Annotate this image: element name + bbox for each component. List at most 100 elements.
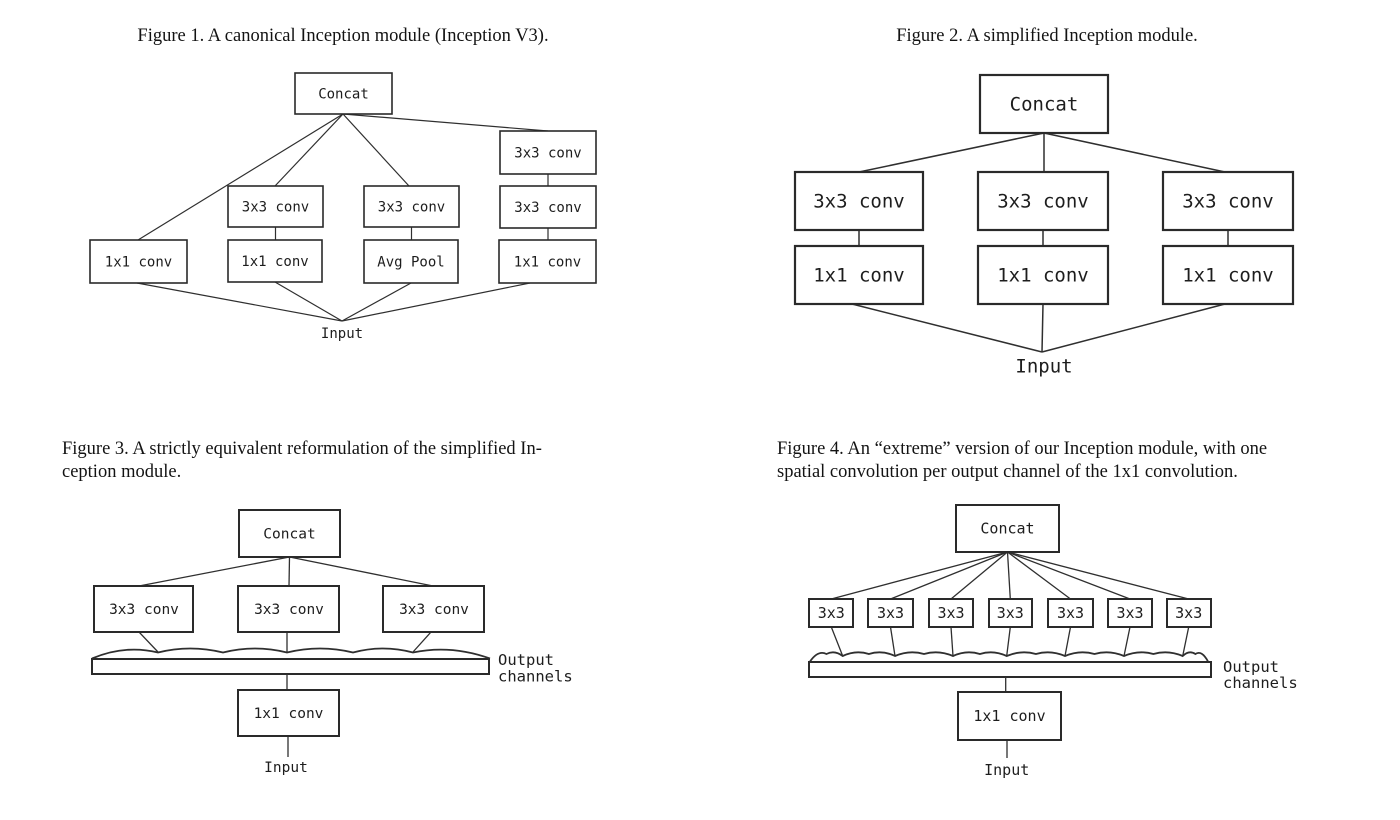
output-channels-label-line1: Output bbox=[1223, 658, 1279, 676]
edge-conv1-channels bbox=[138, 631, 159, 653]
edge-concat-branch1 bbox=[137, 113, 344, 241]
node-1x1-conv bbox=[976, 244, 1110, 306]
node-3x3-conv-label: 3x3 bbox=[1175, 604, 1202, 622]
edge-concat-branch4 bbox=[342, 113, 549, 132]
node-avg-pool bbox=[363, 239, 459, 284]
node-3x3-conv bbox=[363, 185, 460, 228]
node-1x1-conv-label: 1x1 conv bbox=[514, 255, 581, 271]
node-1x1-conv bbox=[793, 244, 925, 306]
channels-wave bbox=[809, 651, 1209, 663]
figure4-caption-line2: spatial convolution per output channel o… bbox=[777, 462, 1238, 483]
output-channels-label-line2: channels bbox=[1223, 674, 1298, 692]
node-3x3-conv-label: 3x3 bbox=[818, 604, 845, 622]
node-1x1-conv-label: 1x1 conv bbox=[241, 254, 308, 270]
input-label: Input bbox=[321, 326, 363, 342]
node-1x1-conv-label: 1x1 conv bbox=[254, 706, 324, 722]
output-channels-label-line2: channels bbox=[498, 668, 573, 686]
node-concat-label: Concat bbox=[1010, 94, 1079, 116]
node-3x3-conv bbox=[499, 185, 597, 229]
node-concat-label: Concat bbox=[980, 520, 1034, 538]
node-3x3-conv bbox=[1107, 598, 1153, 628]
figure4-diagram: Concat 3x3 3x3 3x3 3x3 3x3 3x3 3x3 Outpu… bbox=[808, 504, 1298, 779]
edge-concat-conv7 bbox=[1007, 551, 1189, 600]
figure4-caption: Figure 4. An “extreme” version of our In… bbox=[777, 438, 1357, 485]
node-3x3-conv bbox=[1161, 170, 1295, 232]
node-3x3-conv-label: 3x3 conv bbox=[254, 602, 324, 618]
node-3x3-conv bbox=[976, 170, 1110, 232]
edge-conv6-channels bbox=[1123, 626, 1131, 657]
edge-concat-conv3 bbox=[289, 556, 434, 587]
node-3x3-conv-label: 3x3 bbox=[1116, 604, 1143, 622]
node-3x3-conv bbox=[1047, 598, 1094, 628]
channels-wave bbox=[91, 647, 491, 660]
node-concat bbox=[238, 509, 341, 558]
edge-input-branch4 bbox=[341, 282, 531, 322]
edge-conv4-channels bbox=[1006, 626, 1011, 657]
edge-concat-conv5 bbox=[1007, 551, 1071, 600]
node-3x3-conv-label: 3x3 bbox=[877, 604, 904, 622]
figure3-caption-line2: ception module. bbox=[62, 462, 182, 483]
node-1x1-conv bbox=[957, 691, 1062, 741]
node-concat-label: Concat bbox=[318, 87, 369, 103]
edge-concat-branch3 bbox=[1043, 132, 1226, 173]
node-1x1-conv bbox=[89, 239, 188, 284]
edge-conv7-channels bbox=[1182, 626, 1190, 657]
input-label: Input bbox=[1015, 356, 1072, 378]
edge-concat-conv3 bbox=[950, 551, 1008, 600]
edge-concat-conv1 bbox=[831, 551, 1008, 600]
input-label: Input bbox=[984, 761, 1029, 779]
edge-concat-conv4 bbox=[1006, 551, 1011, 600]
edge-input-branch1 bbox=[851, 303, 1043, 353]
node-3x3-conv bbox=[227, 185, 324, 228]
edge-conv5-channels bbox=[1064, 626, 1072, 657]
figure3-diagram: Concat 3x3 conv 3x3 conv 3x3 conv Output… bbox=[91, 509, 573, 776]
node-1x1-conv-label: 1x1 conv bbox=[813, 265, 905, 287]
node-1x1-conv-label: 1x1 conv bbox=[973, 707, 1045, 725]
node-3x3-conv-label: 3x3 conv bbox=[813, 191, 905, 213]
node-3x3-conv bbox=[988, 598, 1033, 628]
edge-conv1-channels bbox=[830, 626, 844, 657]
node-3x3-conv bbox=[793, 170, 925, 232]
node-3x3-conv bbox=[499, 130, 597, 175]
node-1x1-conv-label: 1x1 conv bbox=[105, 255, 172, 271]
figure3-caption-line1: Figure 3. A strictly equivalent reformul… bbox=[62, 439, 542, 459]
figure4-caption-line1: Figure 4. An “extreme” version of our In… bbox=[777, 439, 1268, 459]
edge-input-branch3 bbox=[341, 282, 412, 322]
node-1x1-conv bbox=[498, 239, 597, 284]
edge-input-branch1 bbox=[136, 282, 343, 322]
edge-concat-branch1 bbox=[858, 132, 1045, 173]
node-3x3-conv-label: 3x3 bbox=[1057, 604, 1084, 622]
node-3x3-conv bbox=[237, 585, 340, 633]
node-3x3-conv bbox=[867, 598, 914, 628]
node-3x3-conv-label: 3x3 conv bbox=[378, 200, 445, 216]
node-3x3-conv-label: 3x3 conv bbox=[399, 602, 469, 618]
output-channels-bar bbox=[808, 661, 1212, 678]
node-3x3-conv-label: 3x3 conv bbox=[1182, 191, 1274, 213]
figure1-caption: Figure 1. A canonical Inception module (… bbox=[137, 26, 549, 46]
output-channels-label-line1: Output bbox=[498, 651, 554, 669]
node-3x3-conv-label: 3x3 bbox=[937, 604, 964, 622]
edge-concat-conv2 bbox=[890, 551, 1008, 600]
edge-concat-conv2 bbox=[288, 556, 291, 587]
node-3x3-conv-label: 3x3 conv bbox=[514, 146, 581, 162]
node-avg-pool-label: Avg Pool bbox=[377, 255, 444, 271]
node-1x1-conv-label: 1x1 conv bbox=[997, 265, 1089, 287]
figure2-caption: Figure 2. A simplified Inception module. bbox=[896, 26, 1198, 46]
node-1x1-conv bbox=[237, 689, 340, 737]
node-3x3-conv bbox=[928, 598, 974, 628]
edge-concat-branch3 bbox=[342, 113, 410, 187]
node-3x3-conv-label: 3x3 conv bbox=[109, 602, 179, 618]
node-concat bbox=[955, 504, 1060, 553]
output-channels-bar bbox=[91, 658, 490, 675]
node-3x3-conv bbox=[93, 585, 194, 633]
edge-concat-conv1 bbox=[138, 556, 290, 587]
edge-conv2-channels bbox=[889, 626, 896, 657]
edge-input-branch2 bbox=[1041, 303, 1044, 353]
edge-concat-conv6 bbox=[1007, 551, 1131, 600]
node-3x3-conv bbox=[808, 598, 854, 628]
node-3x3-conv-label: 3x3 conv bbox=[242, 200, 309, 216]
edge-conv3-channels bbox=[412, 631, 432, 653]
node-1x1-conv bbox=[1161, 244, 1295, 306]
input-label: Input bbox=[264, 760, 308, 776]
